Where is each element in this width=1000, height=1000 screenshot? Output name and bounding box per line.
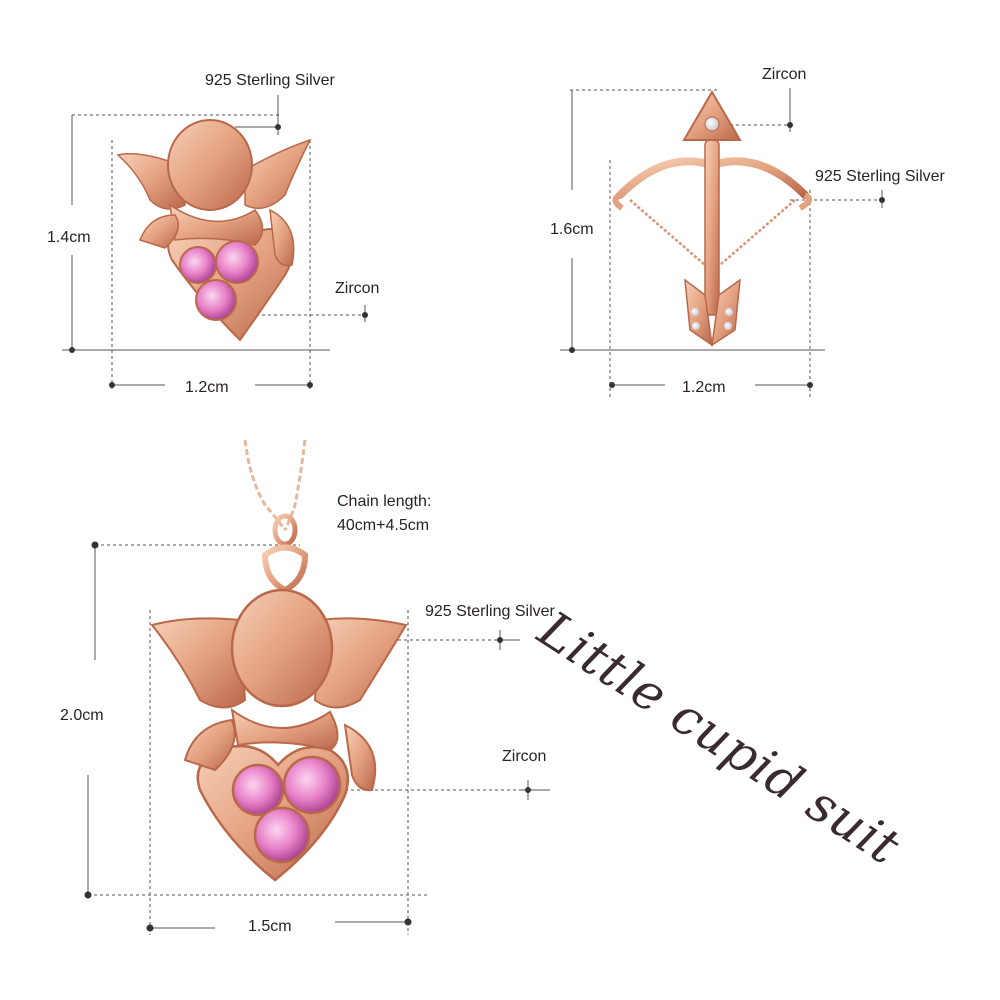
arrow-earring-material-label: 925 Sterling Silver [815, 168, 945, 185]
pendant-stone-label: Zircon [502, 748, 547, 765]
arrow-earring [560, 88, 885, 400]
cupid-earring [62, 95, 368, 390]
pendant-width: 1.5cm [248, 918, 292, 935]
cupid-earring-width: 1.2cm [185, 379, 229, 396]
arrow-earring-stone-label: Zircon [762, 66, 807, 83]
cupid-earring-material-label: 925 Sterling Silver [205, 72, 335, 89]
pendant-chain-label-line1: Chain length: [337, 493, 432, 510]
pendant-chain-label-line2: 40cm+4.5cm [337, 517, 430, 534]
pendant-height: 2.0cm [60, 707, 104, 724]
arrow-earring-height: 1.6cm [550, 221, 594, 238]
pendant-material-label: 925 Sterling Silver [425, 603, 555, 620]
cupid-pendant [84, 439, 550, 935]
arrow-earring-width: 1.2cm [682, 379, 726, 396]
cupid-earring-stone-label: Zircon [335, 280, 380, 297]
cupid-earring-guides [72, 114, 365, 390]
cupid-earring-height: 1.4cm [47, 229, 91, 246]
